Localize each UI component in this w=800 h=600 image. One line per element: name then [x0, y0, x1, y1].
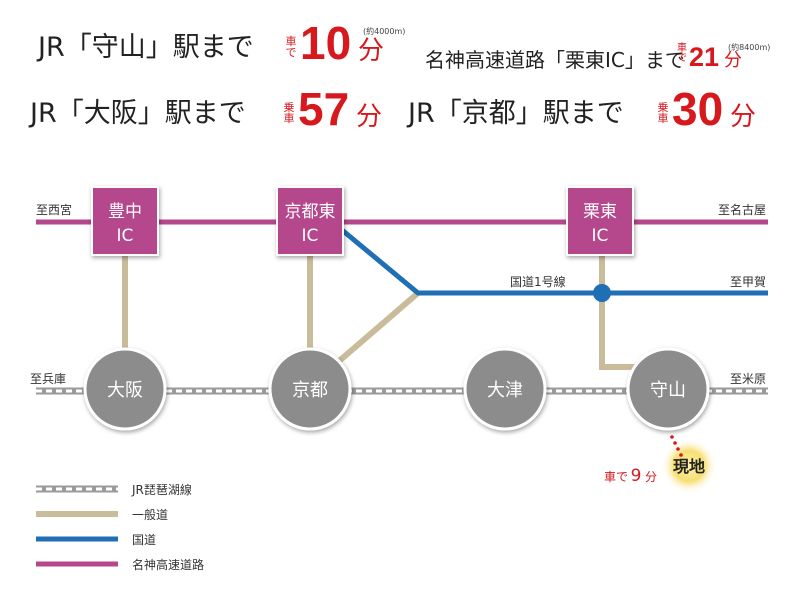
- moriyama-label: JR「守山」駅まで: [38, 32, 254, 63]
- route1-junction-dot: [593, 284, 611, 302]
- osaka-minutes: 57: [298, 83, 350, 135]
- ic-toyonaka: 豊中 IC: [91, 186, 159, 256]
- kyoto-unit: 分: [730, 102, 757, 132]
- station-otsu-name: 大津: [487, 380, 523, 401]
- station-osaka-name: 大阪: [107, 380, 143, 401]
- ritto-ic-unit: 分: [724, 50, 742, 71]
- ritto-ic-minutes: 21: [689, 42, 720, 72]
- direction-hyogo: 至兵庫: [30, 372, 66, 386]
- station-otsu: 大津: [463, 347, 547, 431]
- road-ritto-moriyama: [599, 250, 642, 370]
- ritto-ic-distance: (約8400m): [728, 43, 771, 52]
- road-junction-kyoto: [336, 290, 420, 365]
- route1-line: [340, 228, 768, 296]
- legend-item-expressway: 名神高速道路: [36, 557, 204, 572]
- station-otsu-circle: [463, 347, 547, 431]
- moriyama-mode: 車 で: [285, 35, 297, 59]
- legend-label-rail: JR琵琶湖線: [131, 482, 192, 497]
- ic-kyoto-higashi: 京都東 IC: [276, 186, 344, 256]
- route1-name: 国道1号線: [510, 274, 566, 289]
- direction-koka: 至甲賀: [730, 275, 766, 289]
- ic-kyoto-higashi-box: [276, 186, 344, 256]
- direction-maibara: 至米原: [730, 372, 766, 386]
- ic-toyonaka-box: [91, 186, 159, 256]
- station-osaka: 大阪: [83, 347, 167, 431]
- national-road: [340, 228, 768, 302]
- moriyama-distance: (約4000m): [363, 27, 406, 36]
- station-kyoto: 京都: [268, 347, 352, 431]
- station-moriyama-circle: [626, 347, 710, 431]
- site-access-unit: 分: [645, 470, 657, 484]
- ic-ritto-name: 栗東: [583, 202, 617, 222]
- legend-item-general-road: 一般道: [36, 507, 168, 522]
- ic-toyonaka-suffix: IC: [117, 226, 134, 246]
- legend-label-general-road: 一般道: [132, 507, 168, 522]
- site-glow: [661, 438, 717, 494]
- ic-kyoto-higashi-suffix: IC: [302, 226, 319, 246]
- osaka-label: JR「大阪」駅まで: [30, 98, 246, 129]
- moriyama-unit: 分: [358, 36, 385, 66]
- ic-ritto-box: [566, 186, 634, 256]
- legend-label-expressway: 名神高速道路: [132, 557, 204, 572]
- legend-label-national-road: 国道: [132, 533, 156, 547]
- site-access-minutes: 9: [631, 466, 642, 486]
- direction-nagoya: 至名古屋: [718, 202, 766, 217]
- site-marker: 現地 車で 9 分: [604, 435, 717, 494]
- station-moriyama: 守山: [626, 347, 710, 431]
- ic-ritto: 栗東 IC: [566, 186, 634, 256]
- station-kyoto-circle: [268, 347, 352, 431]
- kyoto-mode: 乗 車: [657, 101, 669, 125]
- ritto-ic-mode: 車 で: [677, 43, 687, 64]
- site-label: 現地: [673, 457, 705, 476]
- station-kyoto-name: 京都: [292, 380, 328, 401]
- osaka-mode: 乗 車: [283, 101, 295, 125]
- site-access-prefix: 車で: [604, 470, 628, 484]
- ic-toyonaka-name: 豊中: [108, 202, 142, 222]
- kyoto-minutes: 30: [672, 83, 724, 135]
- moriyama-minutes: 10: [300, 17, 352, 69]
- station-moriyama-name: 守山: [650, 380, 686, 401]
- legend-item-national-road: 国道: [36, 533, 156, 547]
- ic-kyoto-higashi-name: 京都東: [285, 202, 336, 222]
- ic-ritto-suffix: IC: [592, 226, 609, 246]
- station-osaka-circle: [83, 347, 167, 431]
- direction-nishinomiya: 至西宮: [36, 202, 72, 217]
- legend: JR琵琶湖線 一般道 国道 名神高速道路: [36, 482, 204, 572]
- legend-item-rail: JR琵琶湖線: [36, 482, 192, 497]
- ritto-ic-label: 名神高速道路「栗東IC」まで: [425, 48, 685, 72]
- kyoto-label: JR「京都」駅まで: [408, 98, 624, 129]
- osaka-unit: 分: [356, 102, 383, 132]
